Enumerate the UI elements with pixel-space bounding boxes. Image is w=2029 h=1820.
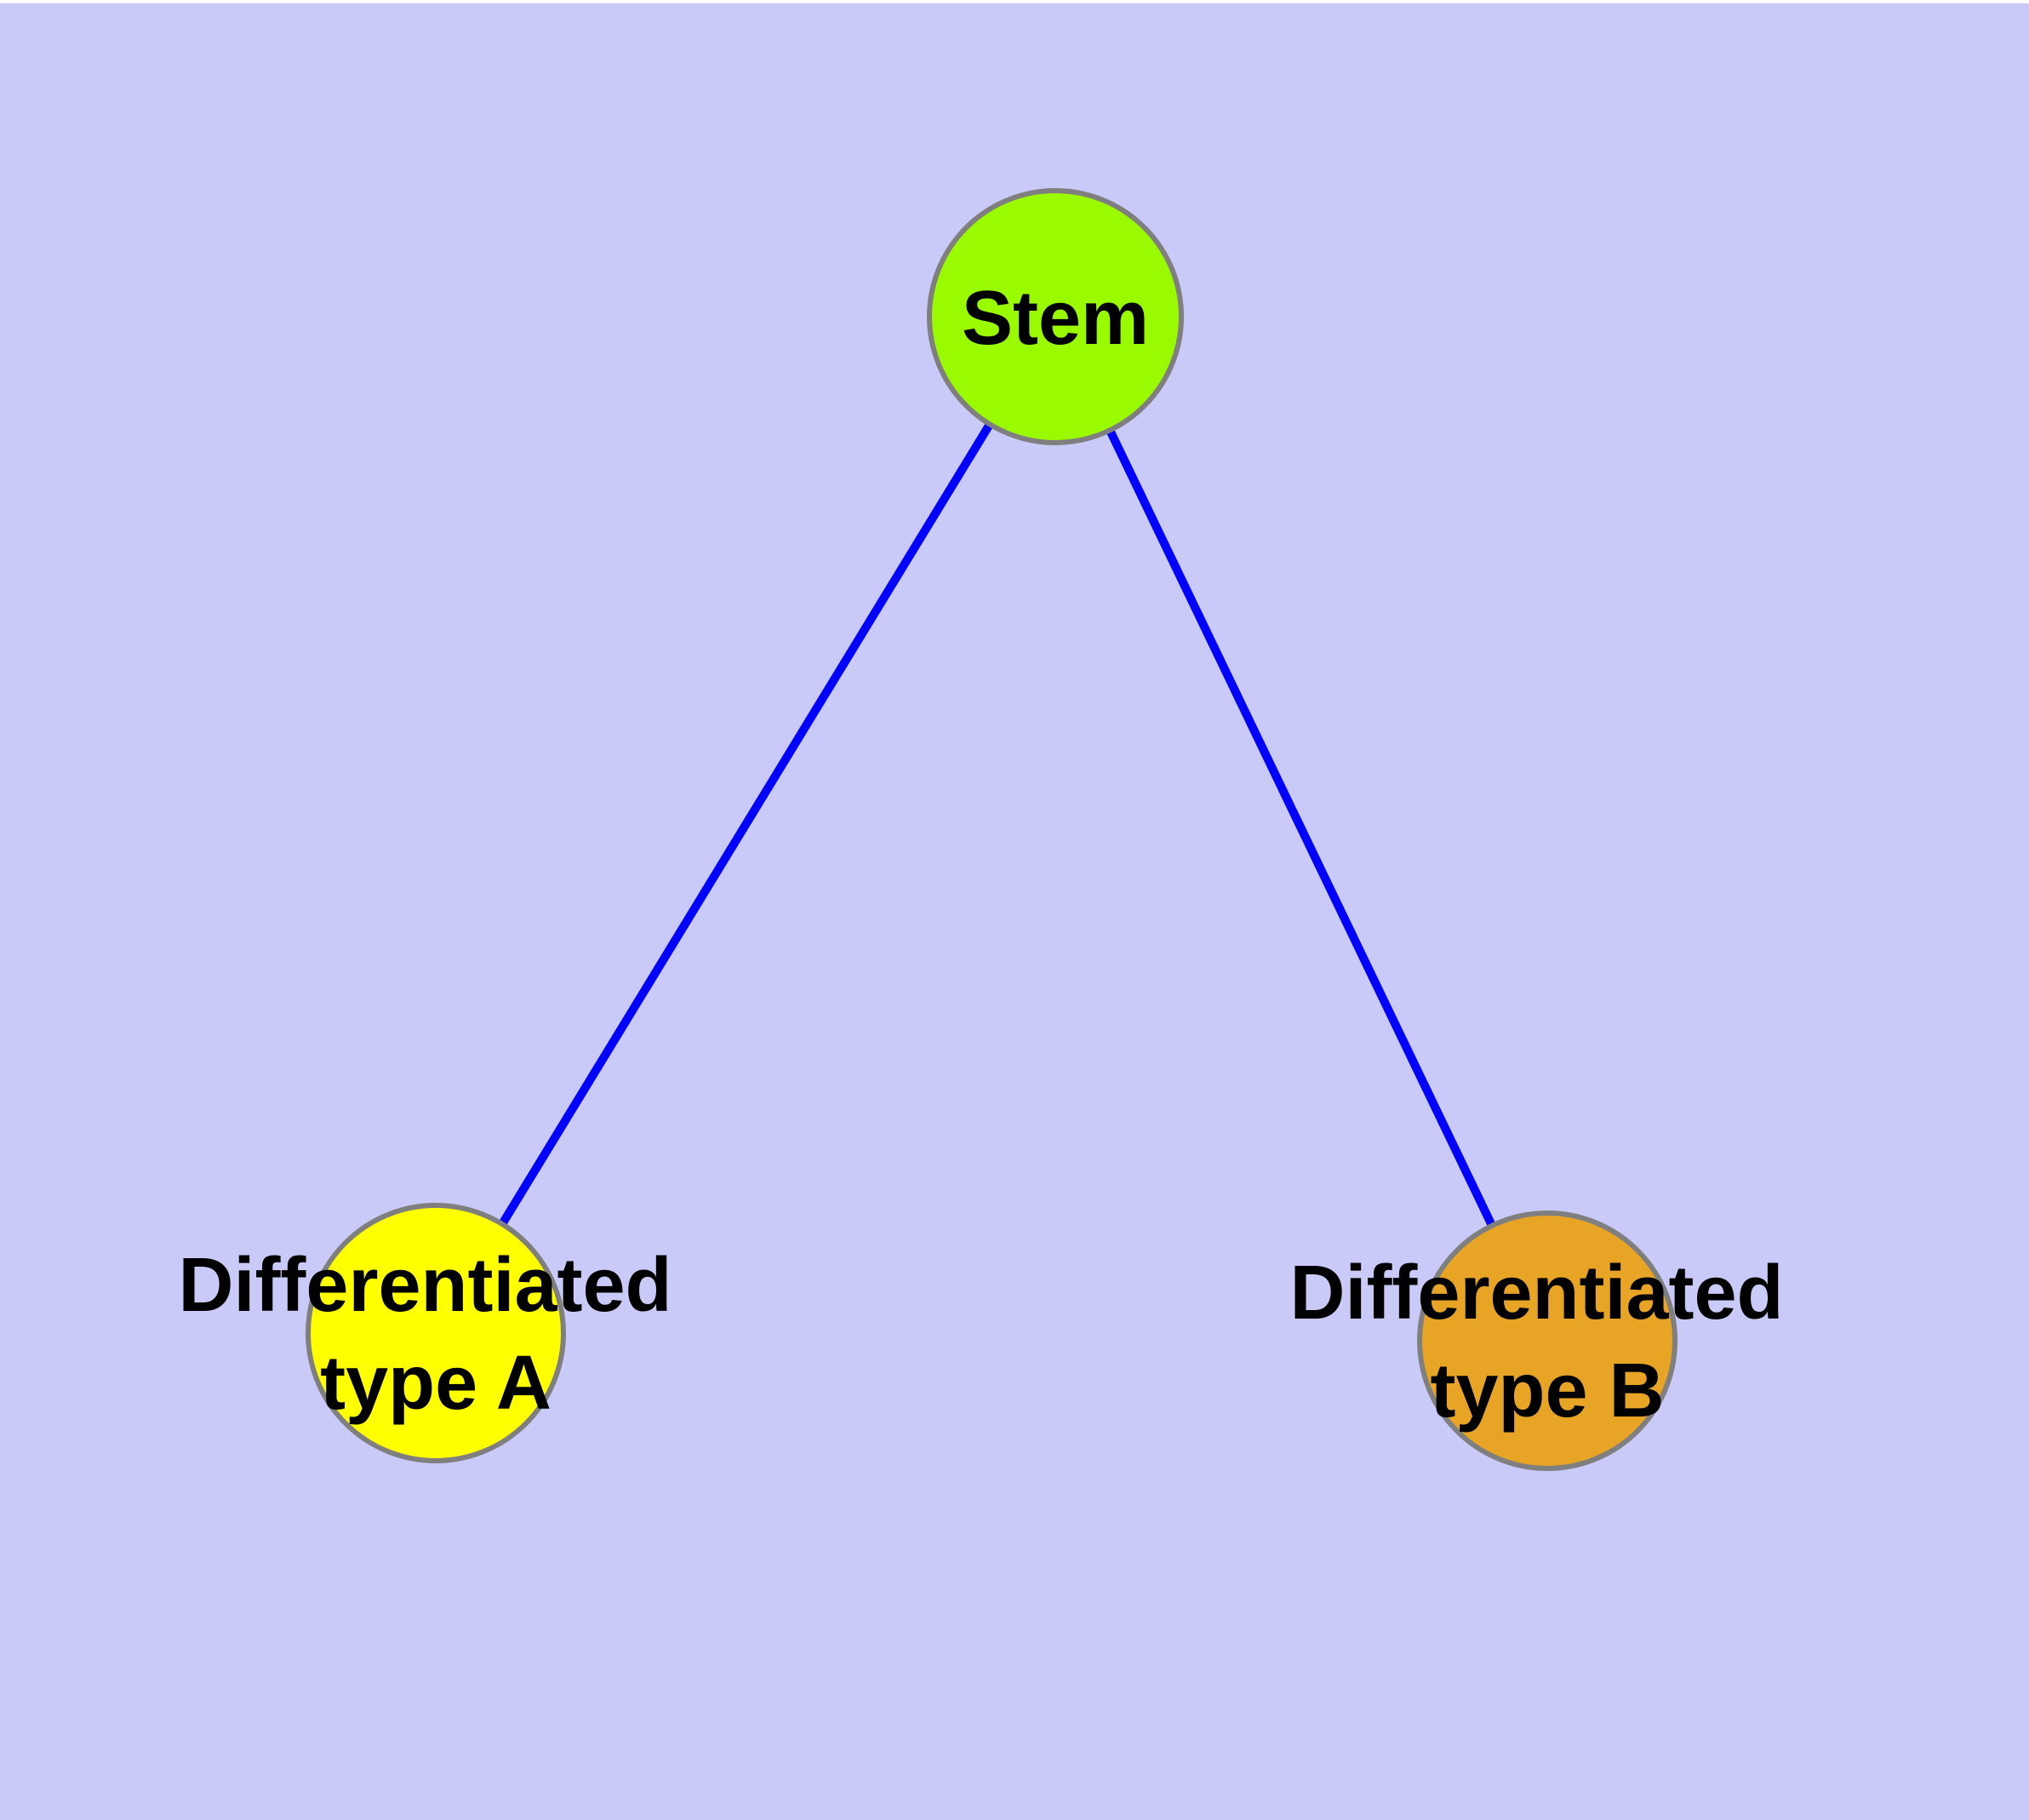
node-stem-label: Stem bbox=[962, 276, 1149, 361]
node-type-a-label-line2: type A bbox=[320, 1341, 552, 1426]
node-stem-circle bbox=[927, 188, 1184, 445]
edge-stem-to-type-a bbox=[432, 314, 1060, 1336]
node-type-a-label: Differentiated type A bbox=[178, 1243, 693, 1426]
node-type-a: Differentiated type A bbox=[178, 1203, 693, 1463]
node-type-a-label-line1: Differentiated bbox=[178, 1243, 672, 1328]
edges bbox=[432, 314, 1552, 1343]
node-stem: Stem bbox=[927, 188, 1184, 445]
window-top-edge bbox=[0, 0, 2029, 3]
node-type-a-circle bbox=[306, 1203, 566, 1463]
node-type-b: Differentiated type B bbox=[1289, 1210, 1804, 1471]
edge-stem-to-type-b bbox=[1051, 314, 1552, 1343]
node-type-b-label-line2: type B bbox=[1430, 1348, 1664, 1434]
node-type-b-circle bbox=[1417, 1210, 1677, 1471]
node-type-b-label: Differentiated type B bbox=[1289, 1251, 1804, 1434]
node-type-b-label-line1: Differentiated bbox=[1289, 1251, 1783, 1336]
